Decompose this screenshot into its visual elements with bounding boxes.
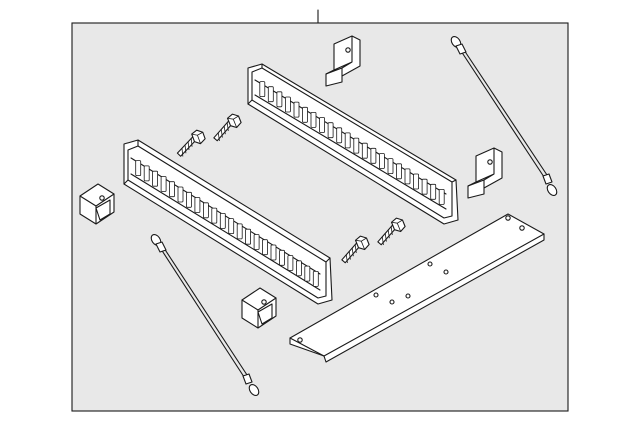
end-cap-bracket-right [241, 287, 277, 329]
panel-slot [186, 191, 192, 208]
panel-slot [259, 81, 266, 97]
panel-slot [228, 218, 235, 235]
panel-slot [312, 270, 319, 287]
panel-slot [276, 91, 283, 108]
panel-slot [284, 96, 291, 113]
bed-divider-panel-upper [247, 63, 459, 225]
panel-slot [169, 181, 175, 198]
panel-slot [295, 260, 302, 277]
panel-slot [404, 168, 411, 185]
panel-slot [304, 265, 311, 282]
panel-slot [270, 244, 277, 261]
panel-slot [378, 153, 385, 169]
support-cable-lower [150, 234, 260, 396]
panel-slot [245, 228, 252, 245]
panel-slot [202, 202, 209, 219]
panel-slot [152, 170, 159, 187]
panel-slot [310, 112, 317, 128]
panel-slot [253, 234, 260, 250]
panel-slot [177, 186, 184, 203]
panel-slot [438, 188, 445, 205]
mounting-bracket-top [325, 35, 361, 87]
panel-slot [327, 122, 334, 139]
support-cable-upper [450, 36, 558, 196]
bed-divider-panel-lower [123, 139, 333, 305]
mounting-bracket-right [467, 147, 503, 199]
panel-slot [430, 183, 437, 200]
panel-slot [302, 106, 308, 123]
panel-slot [287, 255, 294, 271]
panel-slot [421, 178, 428, 195]
panel-slot [160, 176, 167, 192]
panel-slot [293, 101, 300, 118]
panel-slot [344, 132, 351, 149]
panel-slot [143, 165, 150, 182]
panel-slot [319, 117, 326, 133]
panel-slot [262, 239, 268, 256]
end-cap-bracket-left [79, 183, 115, 225]
panel-slot [194, 197, 201, 213]
panel-slot [353, 137, 360, 154]
base-plate [289, 213, 545, 363]
panel-slot [396, 163, 402, 180]
panel-slot [361, 142, 368, 159]
panel-slot [236, 223, 243, 240]
panel-slot [336, 127, 343, 144]
panel-slot [413, 173, 420, 190]
panel-slot [387, 158, 394, 175]
panel-slot [135, 160, 142, 177]
panel-slot [219, 212, 226, 229]
panel-slot [267, 86, 274, 103]
panel-slot [279, 249, 285, 266]
panel-slot [370, 147, 377, 164]
panel-slot [211, 207, 218, 224]
